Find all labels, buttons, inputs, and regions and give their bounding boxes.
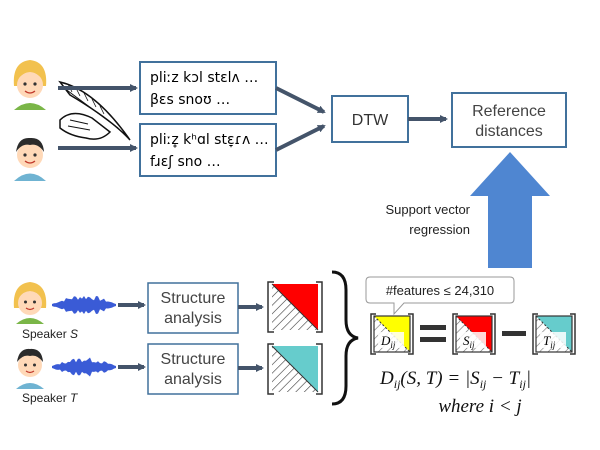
features-callout — [365, 276, 515, 316]
speaker-a-avatar-icon — [13, 60, 47, 110]
curly-brace — [331, 270, 359, 406]
dtw-label: DTW — [352, 112, 389, 129]
transcription-a-line-2: βɛs snoʊ … — [150, 92, 230, 108]
equation-main: Dij(S, T) = |Sij − Tij| — [379, 368, 531, 391]
equation-condition: where i < j — [438, 396, 521, 417]
speaker-t-label: Speaker T — [22, 391, 79, 405]
speaker-t-waveform — [52, 357, 116, 377]
reference-distances-box — [451, 92, 567, 148]
speaker-s-waveform — [52, 296, 116, 314]
speaker-t-avatar-icon — [16, 348, 44, 389]
arrow-to-dtw-b — [275, 124, 326, 152]
equals-sign — [420, 325, 446, 342]
transcription-b-line-2: fɹɛʃ sno … — [150, 154, 221, 170]
transcription-box-b — [139, 123, 277, 177]
svr-up-arrow — [470, 152, 550, 268]
transcription-a-line-1: pliːz kɔl stɛlʌ … — [150, 70, 258, 86]
structure-t-line-2: analysis — [164, 371, 222, 388]
transcription-box-a — [139, 61, 277, 115]
features-callout-text: #features ≤ 24,310 — [386, 283, 494, 298]
structure-analysis-box-t — [147, 343, 239, 395]
speaker-b-avatar-icon — [14, 137, 46, 181]
arrow-to-dtw-a — [275, 86, 326, 114]
speaker-s-label: Speaker S — [22, 327, 78, 341]
matrix-t-label: Tij — [543, 333, 556, 350]
svr-label-line-1: Support vector — [385, 202, 470, 217]
svr-label-line-2: regression — [409, 222, 470, 237]
reference-label-line-2: distances — [475, 123, 543, 140]
minus-sign — [502, 331, 526, 336]
speaker-s-avatar-icon — [13, 282, 47, 324]
quill-writing-icon — [58, 80, 131, 141]
structure-t-line-1: Structure — [161, 351, 226, 368]
transcription-b-line-1: pliːz̥ kʰɑl stɛ̞ɾʌ … — [150, 132, 269, 148]
structure-analysis-box-s — [147, 282, 239, 334]
matrix-s-icon — [267, 281, 323, 333]
reference-label-line-1: Reference — [472, 103, 546, 120]
structure-s-line-2: analysis — [164, 310, 222, 327]
matrix-t-icon — [267, 343, 323, 395]
matrix-d-label: Dij — [380, 333, 396, 350]
structure-s-line-1: Structure — [161, 290, 226, 307]
matrix-s-label: Sij — [463, 333, 475, 350]
